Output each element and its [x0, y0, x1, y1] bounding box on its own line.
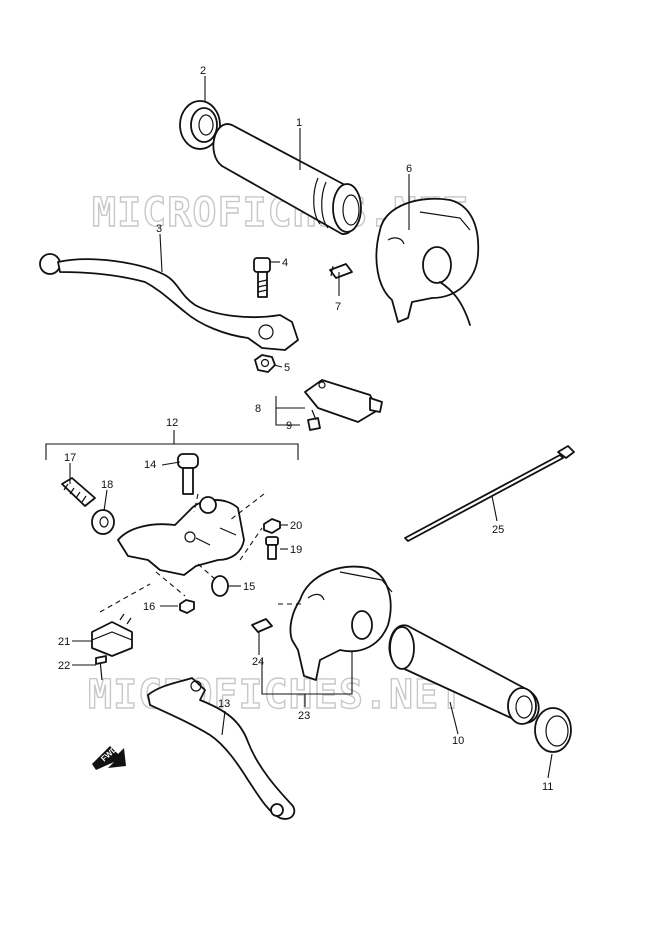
callouts: 2 1 3 4 6 7 5 8 9 12 17 14 18 20 19 15 1… — [58, 65, 553, 793]
callout-20: 20 — [290, 520, 302, 532]
callout-25: 25 — [492, 524, 504, 536]
callout-7: 7 — [335, 301, 341, 313]
screw-24 — [251, 618, 273, 633]
watermark-bottom: MICROFICHES.NET — [88, 672, 464, 718]
clutch-lever — [147, 677, 296, 820]
callout-8: 8 — [255, 403, 261, 415]
adjuster-17 — [61, 477, 96, 507]
callout-24: 24 — [252, 656, 264, 668]
nut-16 — [179, 599, 195, 614]
callout-23: 23 — [298, 710, 310, 722]
pivot-bolt-14 — [177, 453, 199, 495]
washer-18 — [91, 509, 115, 535]
callout-10: 10 — [452, 735, 464, 747]
grip-end-cap — [534, 707, 572, 753]
callout-22: 22 — [58, 660, 70, 672]
callout-3: 3 — [156, 223, 162, 235]
callout-21: 21 — [58, 636, 70, 648]
callout-4: 4 — [282, 257, 288, 269]
callout-6: 6 — [406, 163, 412, 175]
callout-18: 18 — [101, 479, 113, 491]
screw-7 — [329, 263, 353, 279]
cable-tie — [404, 445, 575, 542]
callout-5: 5 — [284, 362, 290, 374]
callout-12: 12 — [166, 417, 178, 429]
throttle-grip — [212, 123, 362, 235]
callout-13: 13 — [218, 698, 230, 710]
callout-11: 11 — [542, 781, 553, 793]
washer-20 — [263, 518, 281, 534]
left-grip — [388, 624, 540, 725]
grip-end-ring-top — [179, 100, 221, 150]
callout-14: 14 — [144, 459, 156, 471]
clutch-lever-holder — [117, 496, 245, 576]
screw-19 — [265, 536, 279, 560]
callout-19: 19 — [290, 544, 302, 556]
callout-15: 15 — [243, 581, 255, 593]
front-brake-switch — [304, 379, 383, 423]
screw-9 — [307, 409, 321, 431]
leader-lines — [45, 76, 553, 779]
callout-1: 1 — [296, 117, 302, 129]
screw-22 — [95, 655, 107, 681]
callout-9: 9 — [286, 420, 292, 432]
clutch-switch — [91, 613, 133, 657]
callout-17: 17 — [64, 452, 76, 464]
front-brake-lever — [39, 253, 299, 351]
left-switch-housing — [289, 565, 393, 681]
right-switch-housing — [375, 197, 480, 326]
pivot-bolt — [253, 257, 271, 298]
fwd-arrow-icon: FWD — [92, 744, 126, 770]
nut-5 — [254, 354, 276, 373]
callout-2: 2 — [200, 65, 206, 77]
callout-16: 16 — [143, 601, 155, 613]
